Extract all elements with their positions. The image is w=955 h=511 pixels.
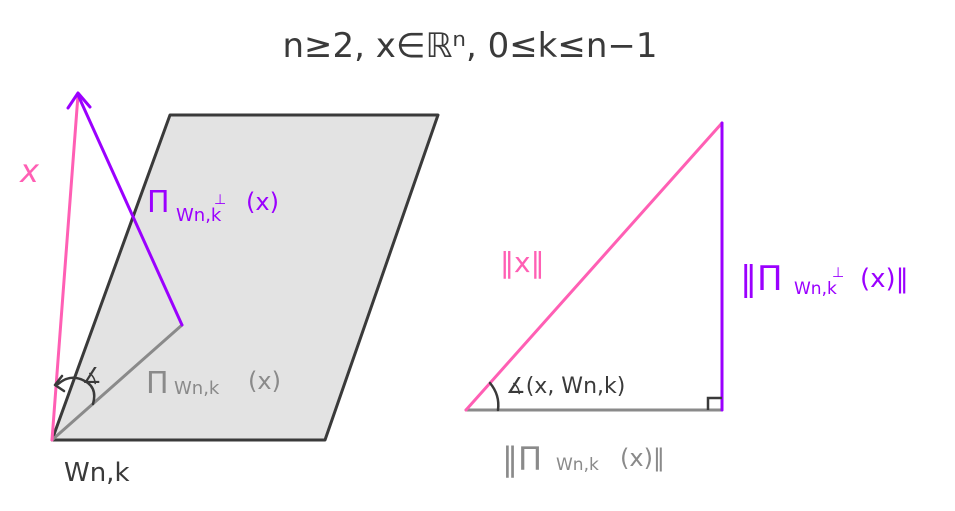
hypotenuse-label: ‖x‖ [500, 246, 545, 279]
svg-text:⊥: ⊥ [214, 192, 226, 208]
angle-arc [56, 376, 96, 406]
triangle-angle-label: ∡(x, Wn,k) [506, 374, 625, 399]
base-open: ‖Π [502, 440, 542, 478]
svg-text:⊥: ⊥ [832, 265, 844, 281]
orth-superscript: ⊥ [214, 192, 226, 208]
vector-x-arrowhead [66, 91, 92, 110]
angle-arc-arrowhead [53, 374, 66, 393]
projection-label: Π Wn,k (x) [146, 366, 281, 401]
svg-text:Wn,k: Wn,k [794, 279, 837, 299]
triangle-hypotenuse [464, 121, 724, 412]
vertical-superscript: ⊥ [832, 265, 844, 281]
orthogonal-component-vector [76, 93, 184, 327]
proj-subscript: Wn,k [174, 378, 220, 399]
svg-text:(x)‖: (x)‖ [860, 264, 909, 294]
left-diagram: x Π Wn,k ⊥ (x) Π Wn,k (x) [19, 91, 440, 488]
projection-vector [50, 323, 184, 442]
orth-argument: (x) [246, 188, 279, 216]
svg-text:‖Π: ‖Π [502, 440, 542, 478]
svg-text:Wn,k: Wn,k [176, 205, 222, 226]
title-conditions: n≥2, x∈ℝⁿ, 0≤k≤n−1 [282, 26, 657, 66]
svg-text:‖Π: ‖Π [740, 259, 783, 299]
vertical-close: (x)‖ [860, 264, 909, 294]
angle-symbol-left: ∡ [82, 364, 102, 389]
svg-text:(x): (x) [248, 367, 281, 395]
vertical-subscript: Wn,k [794, 279, 837, 299]
vector-x-label: x [19, 152, 40, 190]
svg-text:Π: Π [146, 366, 169, 401]
base-side-label: ‖Π Wn,k (x)‖ [502, 440, 665, 478]
proj-argument: (x) [248, 367, 281, 395]
subspace-label: Wn,k [64, 458, 130, 488]
subspace-plane [50, 113, 440, 442]
right-angle-marker [706, 396, 722, 410]
svg-text:Wn,k: Wn,k [556, 455, 599, 475]
orth-subscript: Wn,k [176, 205, 222, 226]
right-diagram: ‖x‖ ‖Π Wn,k ⊥ (x)‖ ∡(x, Wn,k) ‖Π Wn,k [464, 121, 909, 478]
vertical-side-label: ‖Π Wn,k ⊥ (x)‖ [740, 259, 909, 299]
svg-text:(x)‖: (x)‖ [620, 444, 665, 472]
proj-pi-symbol: Π [146, 366, 169, 401]
triangle-angle-arc [488, 381, 500, 412]
orth-pi-symbol: Π [147, 185, 170, 220]
orthogonal-projection-label: Π Wn,k ⊥ (x) [147, 185, 279, 226]
base-close: (x)‖ [620, 444, 665, 472]
svg-text:Wn,k: Wn,k [174, 378, 220, 399]
vertical-open: ‖Π [740, 259, 783, 299]
base-subscript: Wn,k [556, 455, 599, 475]
svg-text:Π: Π [147, 185, 170, 220]
svg-text:(x): (x) [246, 188, 279, 216]
